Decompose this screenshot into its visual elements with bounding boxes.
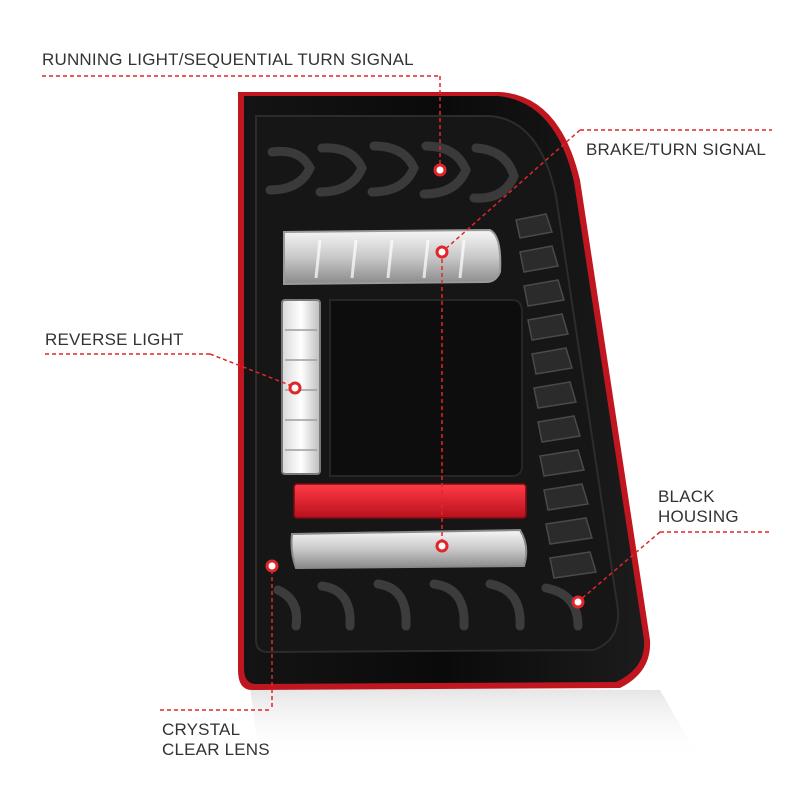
crystal-lens-label-line1: CRYSTAL (162, 720, 241, 739)
callout-reverse-light (45, 353, 302, 395)
crystal-lens-label-line2: CLEAR LENS (162, 740, 270, 759)
side-turn-chevrons (515, 213, 597, 579)
brake-turn-lens (283, 228, 502, 286)
center-panel (329, 299, 523, 477)
brake-turn-label: BRAKE/TURN SIGNAL (586, 140, 767, 159)
running-light-strip (265, 141, 519, 203)
callout-black-housing (571, 531, 772, 609)
running-light-label: RUNNING LIGHT/SEQUENTIAL TURN SIGNAL (42, 50, 414, 69)
crystal-lens-label: CRYSTAL CLEAR LENS (162, 720, 270, 760)
black-housing-label: BLACK HOUSING (658, 487, 739, 527)
black-housing-label-line1: BLACK (658, 487, 715, 506)
callout-crystal-lens (160, 559, 279, 711)
reverse-light-label: REVERSE LIGHT (45, 330, 184, 349)
black-housing-label-line2: HOUSING (658, 507, 739, 526)
floor-reflection (250, 688, 700, 760)
callout-running-light (42, 75, 447, 177)
lower-chevron-strip (273, 579, 583, 631)
lower-clear-lens (290, 528, 528, 570)
brake-turn-lens-ridges (314, 239, 466, 279)
callout-brake-turn (435, 129, 772, 553)
red-reflector (293, 483, 527, 519)
